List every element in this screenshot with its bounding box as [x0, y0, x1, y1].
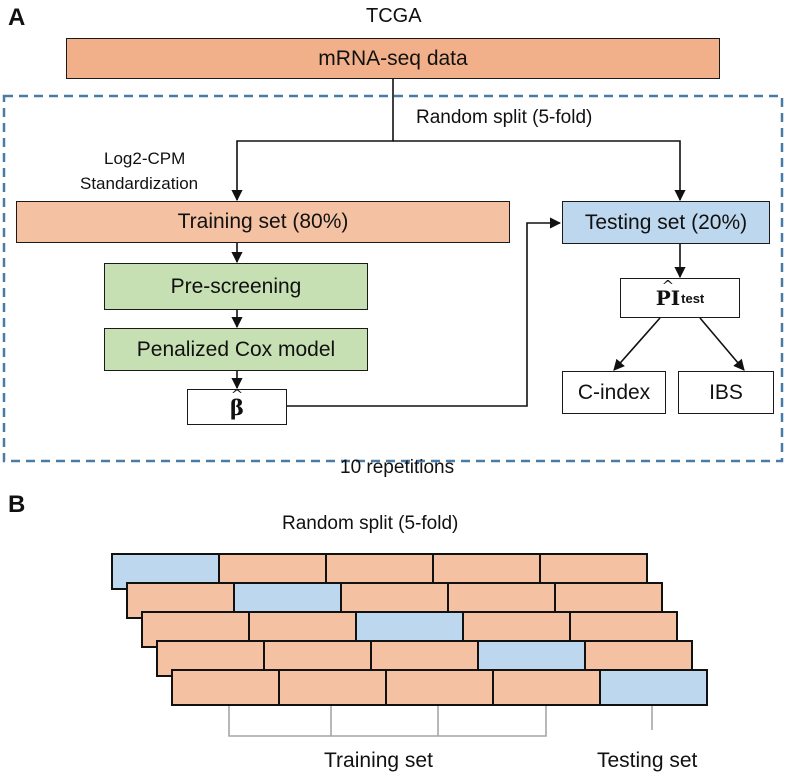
- source-label: TCGA: [366, 5, 422, 27]
- repetition-frame: [2, 94, 784, 463]
- pi-hat-symbol: ^PI: [655, 277, 681, 310]
- prescreening-box: Pre-screening: [104, 263, 368, 310]
- preprocess-line-2: Standardization: [80, 174, 199, 193]
- arrow-beta-to-testing: [287, 217, 562, 407]
- testing-set-box: Testing set (20%): [562, 201, 770, 244]
- ibs-box: IBS: [678, 371, 774, 414]
- mrna-data-label: mRNA-seq data: [318, 46, 468, 70]
- preprocess-line-1: Log2-CPM: [104, 149, 186, 168]
- cv-fold-cell-r5-c2: [278, 669, 387, 706]
- penalized-cox-label: Penalized Cox model: [136, 337, 336, 361]
- cv-fold-cell-r5-c1: [171, 669, 280, 706]
- arrow-split-to-testing: [393, 140, 686, 202]
- training-bracket: [228, 706, 547, 737]
- ibs-label: IBS: [709, 380, 743, 404]
- mrna-data-box: mRNA-seq data: [66, 38, 720, 79]
- beta-box: ^β: [187, 385, 287, 425]
- beta-hat-symbol: ^β: [230, 385, 244, 420]
- beta-label: β: [230, 394, 244, 420]
- training-set-label: Training set (80%): [177, 210, 349, 233]
- prescreening-label: Pre-screening: [170, 274, 302, 298]
- arrow-data-to-split: [231, 79, 394, 202]
- arrow-pi-to-ibs: [699, 317, 745, 371]
- prognostic-index-box: ^PI test: [620, 277, 740, 318]
- training-set-box: Training set (80%): [16, 201, 510, 243]
- penalized-cox-box: Penalized Cox model: [104, 328, 368, 371]
- cv-fold-cell-r5-c5: [599, 669, 708, 706]
- cindex-box: C-index: [562, 371, 666, 414]
- cv-fold-cell-r5-c4: [492, 669, 601, 706]
- repetitions-label: 10 repetitions: [340, 457, 455, 478]
- legend-brackets: [228, 706, 653, 737]
- panel-b-letter: B: [8, 491, 26, 518]
- panel-a-letter: A: [8, 4, 26, 31]
- cindex-label: C-index: [577, 380, 651, 404]
- testing-set-label: Testing set (20%): [584, 210, 748, 234]
- split-label: Random split (5-fold): [416, 107, 593, 128]
- pi-subscript: test: [681, 290, 705, 306]
- testing-set-legend: Testing set: [597, 749, 698, 772]
- pi-label: PI: [655, 286, 681, 310]
- training-set-legend: Training set: [324, 749, 433, 772]
- cv-fold-grid: [111, 553, 708, 706]
- arrow-pi-to-cindex: [613, 317, 661, 371]
- panel-b-title: Random split (5-fold): [282, 513, 459, 534]
- cv-fold-cell-r5-c3: [385, 669, 494, 706]
